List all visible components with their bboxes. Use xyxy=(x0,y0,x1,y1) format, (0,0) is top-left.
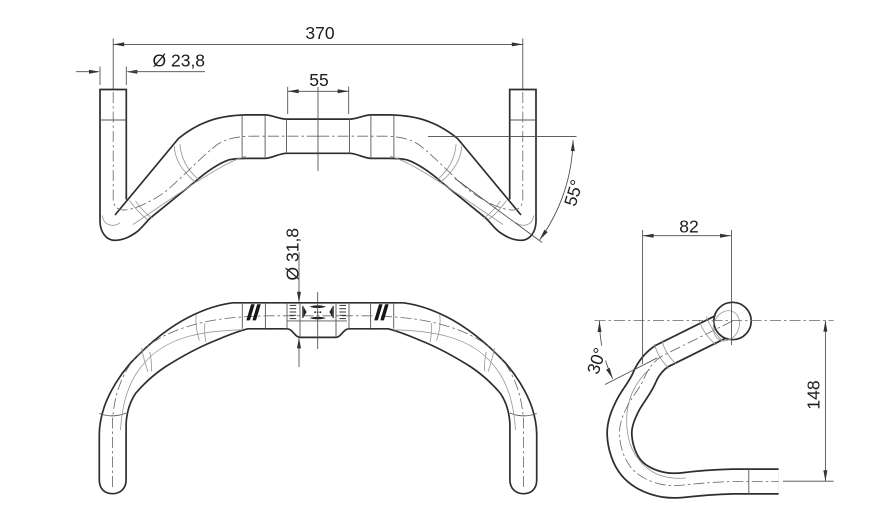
svg-text:148: 148 xyxy=(804,380,824,409)
svg-text:Ø 31,8: Ø 31,8 xyxy=(283,228,303,281)
svg-text:Ø 23,8: Ø 23,8 xyxy=(153,50,206,70)
svg-text:82: 82 xyxy=(679,217,698,237)
svg-text:55: 55 xyxy=(309,70,328,90)
svg-text:370: 370 xyxy=(305,23,334,43)
